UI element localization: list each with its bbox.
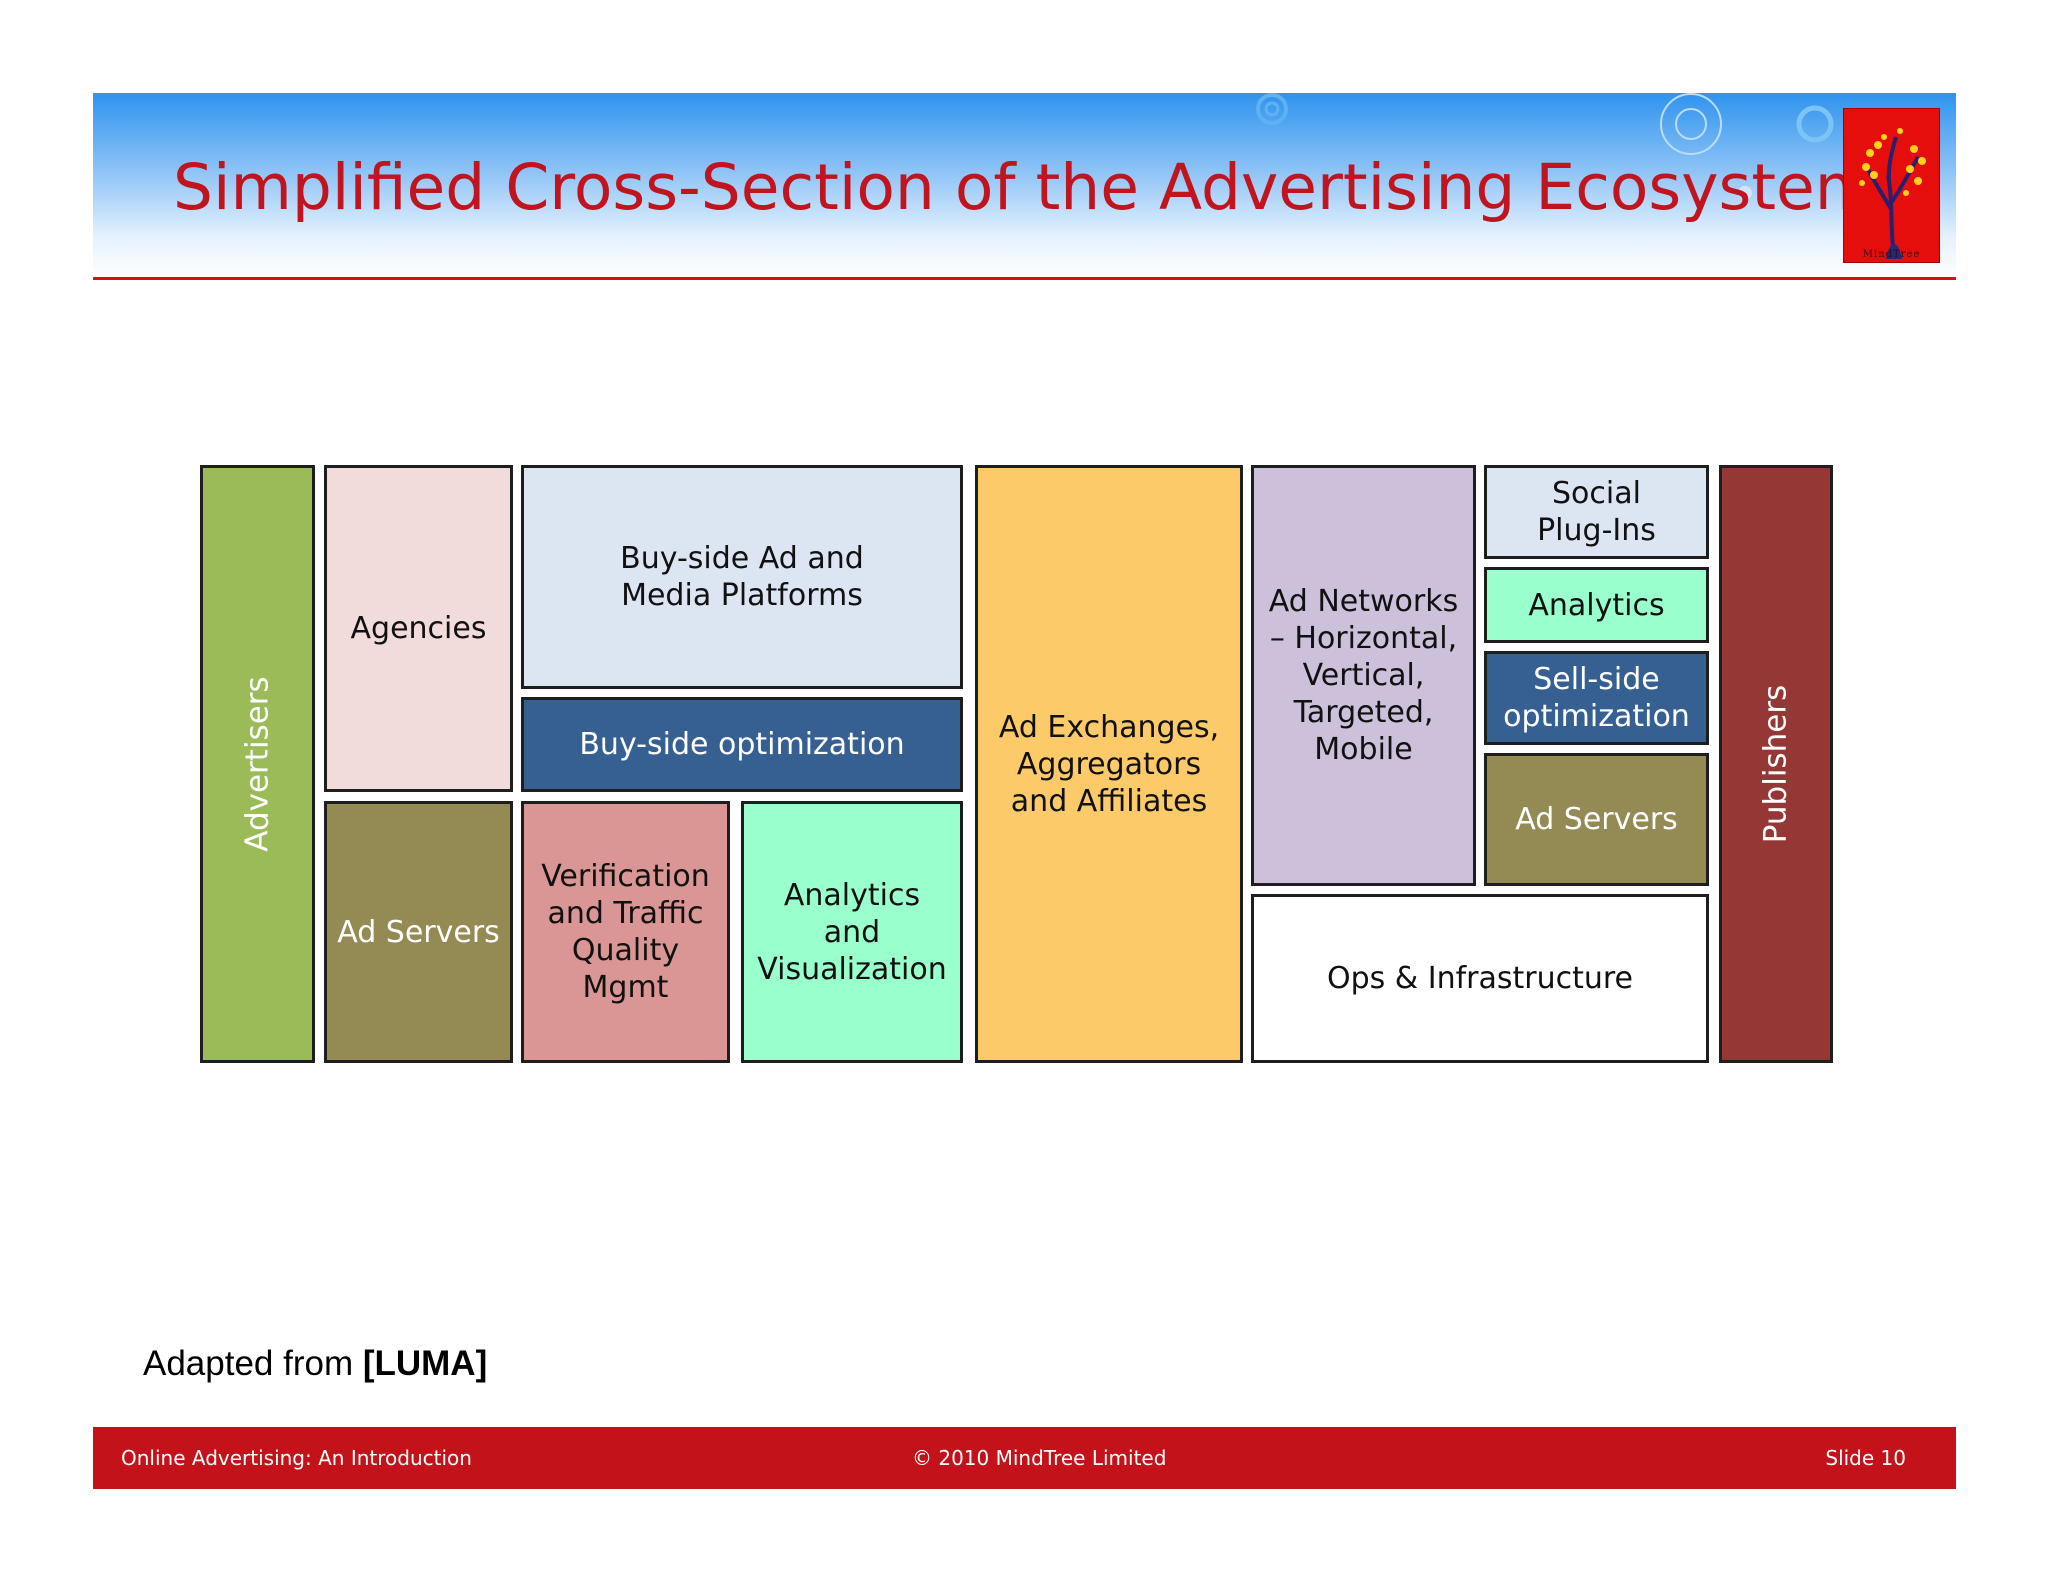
decorative-ring: [1660, 93, 1722, 155]
analytics-label: Analytics: [1528, 587, 1665, 623]
logo-wordmark: MindTree: [1862, 249, 1921, 260]
ad-servers-left-label: Ad Servers: [337, 914, 500, 950]
footer-copyright: © 2010 MindTree Limited: [912, 1446, 1167, 1470]
header-decoration: [1256, 93, 1834, 200]
advertisers-block: Advertisers: [200, 465, 315, 1063]
decorative-ring: [1675, 108, 1707, 140]
footnote-reference: [LUMA]: [362, 1344, 488, 1383]
ad-exchanges-label: Ad Exchanges, Aggregators and Affiliates: [998, 709, 1220, 819]
footnote-prefix: Adapted from: [143, 1344, 363, 1383]
source-footnote: Adapted from [LUMA]: [143, 1341, 487, 1386]
social-plugins-label: Social Plug-Ins: [1537, 476, 1656, 548]
publishers-label: Publishers: [1757, 684, 1794, 844]
verification-label: Verification and Traffic Quality Mgmt: [541, 859, 710, 1005]
sell-side-optimization-label: Sell-side optimization: [1503, 662, 1690, 734]
header-divider: [93, 277, 1956, 280]
ad-servers-right-block: Ad Servers: [1484, 753, 1709, 886]
analytics-visualization-label: Analytics and Visualization: [757, 877, 947, 987]
ad-networks-label: Ad Networks – Horizontal, Vertical, Targ…: [1268, 584, 1459, 767]
footer-slide-number: Slide 10: [1825, 1446, 1906, 1470]
buy-side-optimization-label: Buy-side optimization: [579, 727, 905, 762]
analytics-block: Analytics: [1484, 567, 1709, 643]
publishers-block: Publishers: [1719, 465, 1833, 1063]
mindtree-logo: MindTree: [1843, 108, 1940, 263]
decorative-ring: [1264, 101, 1280, 117]
agencies-block: Agencies: [324, 465, 513, 792]
header-band: [93, 93, 1956, 279]
ad-servers-left-block: Ad Servers: [324, 801, 513, 1063]
footer-bar: Online Advertising: An Introduction © 20…: [93, 1427, 1956, 1489]
decorative-ring: [1796, 105, 1834, 143]
buy-side-optimization-block: Buy-side optimization: [521, 697, 963, 792]
footer-course-title: Online Advertising: An Introduction: [121, 1446, 472, 1470]
tree-icon: [1859, 128, 1926, 259]
ad-exchanges-block: Ad Exchanges, Aggregators and Affiliates: [975, 465, 1243, 1063]
verification-block: Verification and Traffic Quality Mgmt: [521, 801, 730, 1063]
ad-networks-block: Ad Networks – Horizontal, Vertical, Targ…: [1251, 465, 1476, 886]
decorative-ring: [1256, 93, 1288, 125]
ops-infrastructure-block: Ops & Infrastructure: [1251, 894, 1709, 1063]
social-plugins-block: Social Plug-Ins: [1484, 465, 1709, 559]
buy-side-platforms-label: Buy-side Ad and Media Platforms: [620, 541, 864, 613]
sell-side-optimization-block: Sell-side optimization: [1484, 651, 1709, 745]
ops-infrastructure-label: Ops & Infrastructure: [1326, 961, 1634, 996]
decorative-dot: [1738, 186, 1752, 200]
analytics-visualization-block: Analytics and Visualization: [741, 801, 963, 1063]
agencies-label: Agencies: [350, 611, 487, 646]
slide-title: Simplified Cross-Section of the Advertis…: [173, 151, 1877, 224]
ad-servers-right-label: Ad Servers: [1515, 802, 1678, 837]
advertisers-label: Advertisers: [239, 676, 275, 852]
buy-side-platforms-block: Buy-side Ad and Media Platforms: [521, 465, 963, 689]
